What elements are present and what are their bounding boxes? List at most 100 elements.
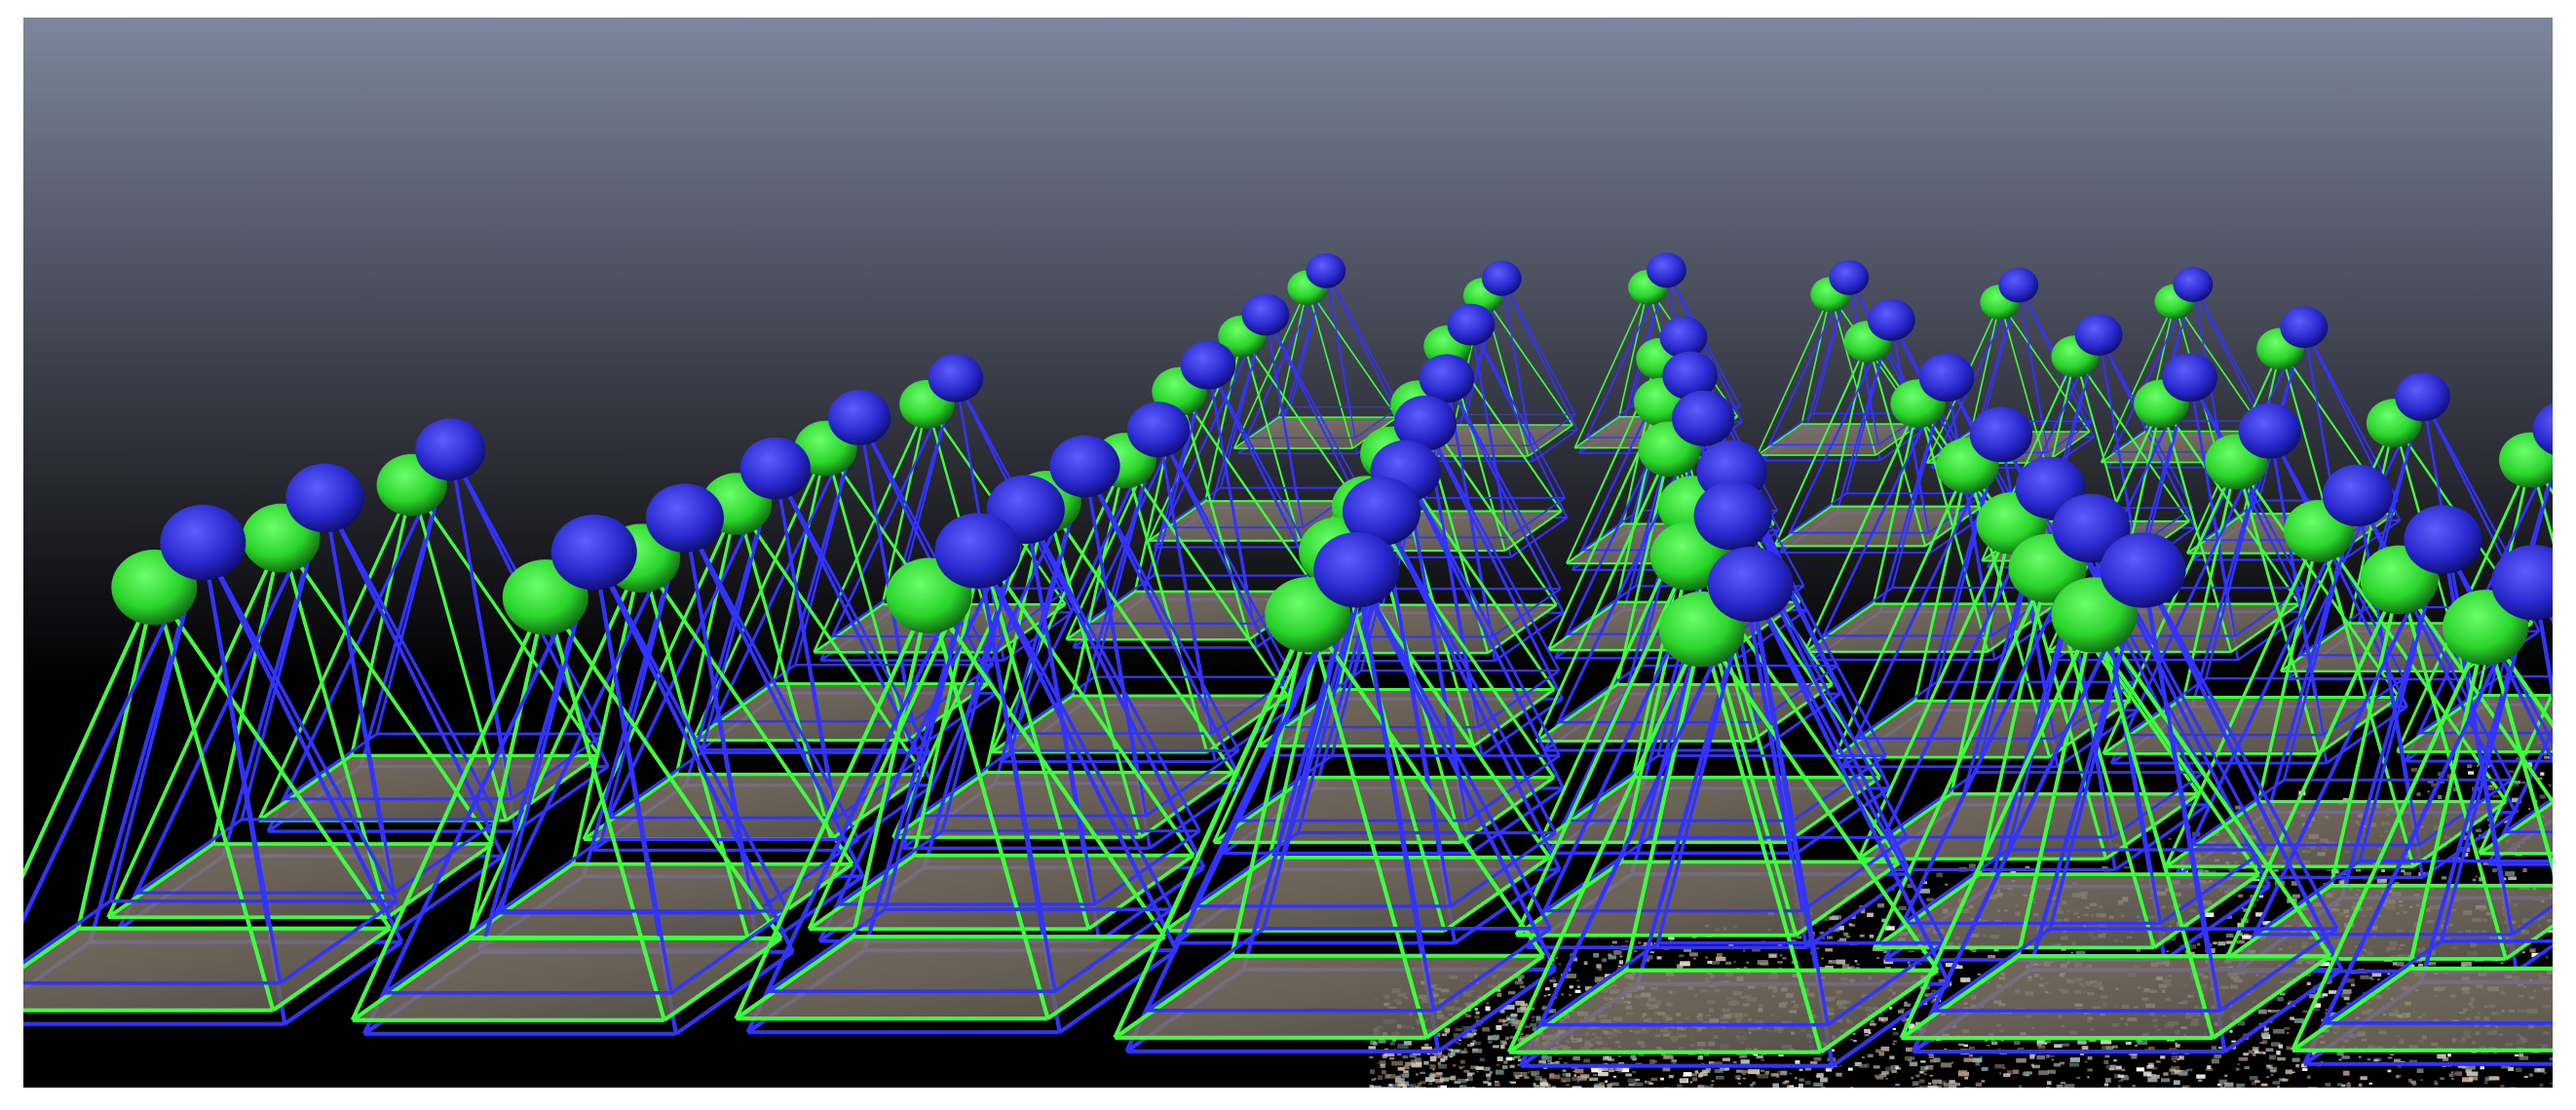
point bbox=[1789, 1072, 1792, 1075]
point bbox=[1535, 1020, 1542, 1024]
point bbox=[2371, 972, 2382, 977]
frustum-edge bbox=[448, 448, 513, 800]
point bbox=[1878, 1052, 1885, 1056]
point bbox=[2029, 1054, 2035, 1059]
point bbox=[2060, 1082, 2066, 1085]
point bbox=[1574, 1068, 1584, 1074]
point bbox=[2163, 1072, 2169, 1076]
point bbox=[1453, 1033, 1459, 1038]
frustum-edge bbox=[257, 484, 414, 822]
point bbox=[2325, 1009, 2329, 1011]
blue-camera-center-icon bbox=[1659, 316, 1708, 359]
frustum-edge bbox=[1857, 522, 2014, 860]
point bbox=[1864, 1028, 1871, 1034]
point bbox=[2210, 948, 2216, 953]
point bbox=[1401, 1080, 1405, 1082]
point bbox=[1752, 1081, 1757, 1085]
point bbox=[2150, 1074, 2160, 1079]
point bbox=[1574, 989, 1581, 993]
frustum-edge bbox=[1000, 587, 1071, 637]
point bbox=[1638, 941, 1642, 944]
frustum-edge bbox=[23, 899, 112, 965]
point bbox=[1520, 1003, 1528, 1007]
point bbox=[2543, 1072, 2547, 1074]
frustum-edge bbox=[1899, 614, 2097, 1039]
point bbox=[2387, 973, 2391, 976]
point bbox=[1875, 1049, 1881, 1053]
point bbox=[1524, 1076, 1530, 1079]
frustum-edge bbox=[1831, 981, 1951, 1068]
point bbox=[2048, 1054, 2055, 1057]
point bbox=[2336, 1051, 2344, 1056]
point bbox=[2056, 1084, 2064, 1088]
point bbox=[1736, 1069, 1743, 1073]
point bbox=[1741, 1072, 1747, 1075]
point bbox=[1645, 1080, 1648, 1083]
frustum-edge bbox=[1157, 429, 1294, 678]
point bbox=[2287, 1031, 2290, 1034]
frustum-edge bbox=[1756, 293, 1832, 456]
point bbox=[1549, 1074, 1561, 1080]
camera-pair bbox=[1113, 532, 1558, 1053]
point bbox=[2136, 947, 2140, 952]
frustum-edge bbox=[283, 732, 378, 800]
point bbox=[1711, 1080, 1715, 1082]
point bbox=[1444, 1027, 1451, 1033]
viewport-3d[interactable] bbox=[23, 18, 2553, 1088]
point bbox=[1515, 1025, 1520, 1029]
point bbox=[1968, 1053, 1973, 1057]
point bbox=[1825, 965, 1834, 971]
frustum-edge bbox=[1145, 749, 1240, 818]
frustum-edge bbox=[1803, 402, 1919, 653]
point bbox=[1461, 1033, 1473, 1039]
point bbox=[1415, 1057, 1421, 1062]
frustum-edge bbox=[2342, 519, 2401, 561]
point bbox=[2549, 1057, 2553, 1061]
point bbox=[1852, 1033, 1856, 1035]
point bbox=[1819, 932, 1825, 935]
point bbox=[1423, 1060, 1429, 1065]
camera-pose-scene[interactable] bbox=[23, 18, 2553, 1088]
point bbox=[2258, 895, 2264, 899]
point bbox=[1920, 1079, 1925, 1082]
point bbox=[2243, 1053, 2249, 1056]
point bbox=[1752, 947, 1761, 952]
frustum-edge bbox=[975, 550, 1174, 911]
frustum-edge bbox=[2102, 461, 2238, 755]
frustum-edge bbox=[2230, 602, 2301, 654]
point bbox=[1869, 1022, 1876, 1026]
point bbox=[1379, 1060, 1386, 1065]
frustum-edge bbox=[1206, 364, 1255, 624]
point bbox=[1923, 1073, 1927, 1076]
frustum-edge bbox=[1804, 872, 1913, 949]
point bbox=[1434, 1033, 1441, 1037]
point bbox=[2101, 1040, 2112, 1045]
point bbox=[1572, 1070, 1576, 1072]
point bbox=[1583, 1058, 1590, 1063]
point bbox=[1498, 1018, 1505, 1023]
blue-camera-center-icon bbox=[645, 483, 725, 553]
point bbox=[2529, 1074, 2533, 1076]
point bbox=[1764, 962, 1769, 966]
blue-camera-center-icon bbox=[2162, 353, 2217, 402]
point bbox=[1613, 950, 1622, 955]
point bbox=[1612, 1075, 1616, 1078]
point bbox=[1830, 1049, 1835, 1052]
point bbox=[1377, 1075, 1383, 1080]
point bbox=[1576, 979, 1580, 982]
point bbox=[2340, 880, 2348, 886]
point bbox=[1402, 1085, 1408, 1088]
point bbox=[1384, 1074, 1396, 1079]
point bbox=[1760, 963, 1766, 966]
point bbox=[1683, 948, 1692, 952]
blue-camera-center-icon bbox=[827, 390, 891, 445]
point bbox=[1856, 963, 1860, 966]
point bbox=[2263, 1052, 2266, 1054]
point bbox=[1472, 1048, 1479, 1052]
point bbox=[1483, 1081, 1489, 1084]
frustum-edge bbox=[639, 556, 854, 865]
point bbox=[2235, 1067, 2240, 1071]
point bbox=[2412, 1082, 2417, 1087]
point bbox=[2264, 1027, 2269, 1031]
point bbox=[1534, 1085, 1539, 1088]
